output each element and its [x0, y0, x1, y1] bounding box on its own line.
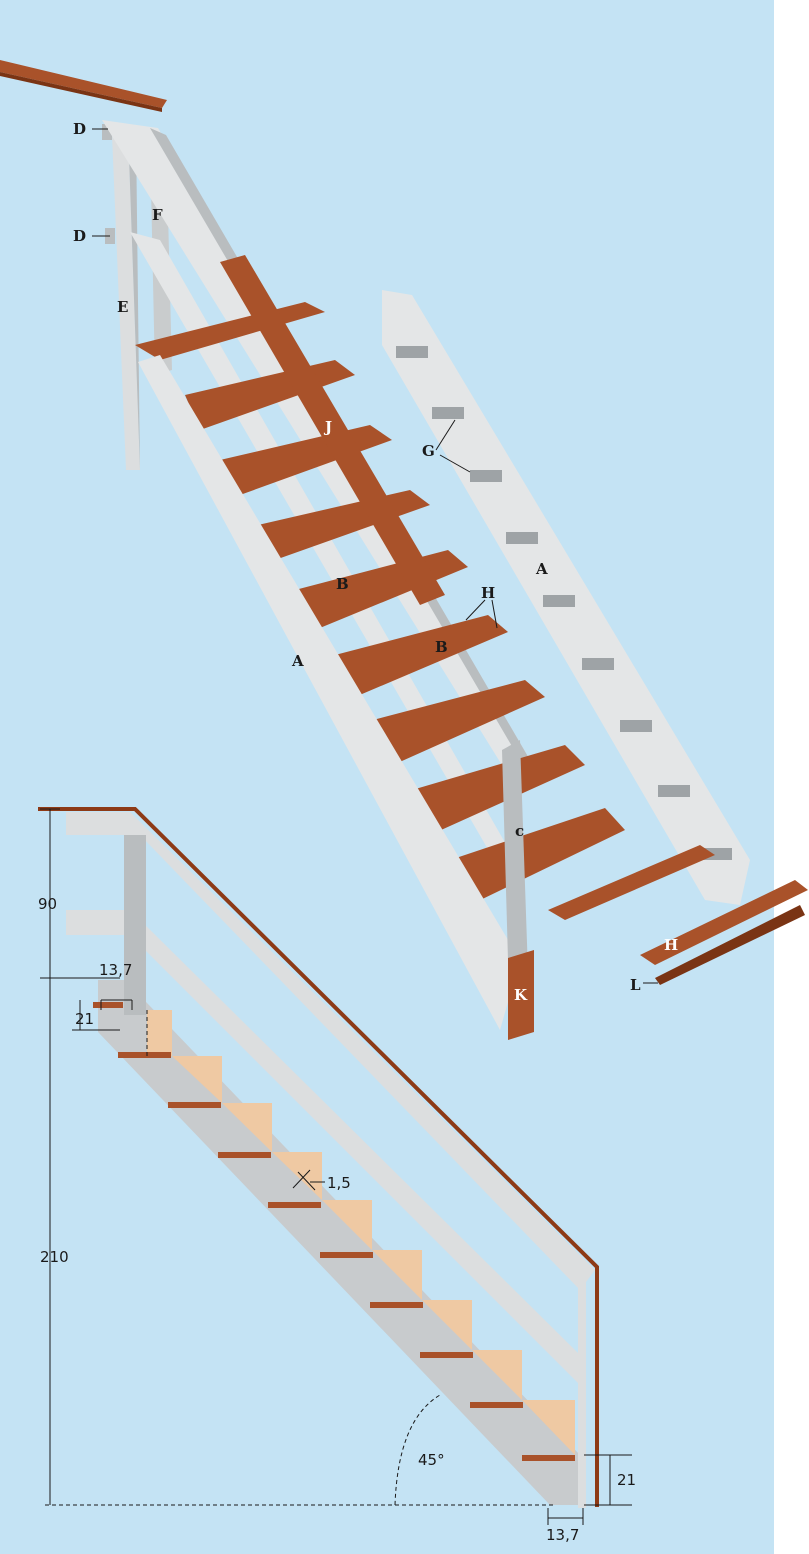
loose-tread: [548, 845, 715, 920]
side-stringer: [98, 980, 580, 1505]
side-top-rail: [66, 812, 595, 1290]
dim-total-height: 210: [40, 1248, 69, 1266]
leader-lines: [92, 128, 658, 984]
label-d-mid: D: [73, 227, 86, 245]
dim-tread-depth-top: 13,7: [99, 961, 132, 979]
label-h-loose: H: [664, 936, 678, 954]
side-tread: [268, 1202, 321, 1208]
label-f: F: [152, 206, 163, 224]
bracket: [470, 470, 502, 482]
label-a-front: A: [291, 652, 304, 670]
bracket: [620, 720, 652, 732]
label-b-left: B: [336, 575, 349, 593]
dim-tread-depth-bottom: 13,7: [546, 1526, 579, 1544]
bracket: [506, 532, 538, 544]
side-treads: [93, 1002, 575, 1461]
side-post-right: [578, 1268, 586, 1508]
bracket: [658, 785, 690, 797]
label-g: G: [422, 442, 435, 460]
exploded-view: D D F E J G A B H B A c H L K: [0, 60, 808, 1040]
side-elevation: 90 13,7 21 1,5 210 45° 21 13,7: [38, 807, 636, 1544]
side-handrail: [38, 807, 599, 1507]
tread: [335, 615, 508, 697]
label-h-top: H: [481, 584, 495, 602]
side-post-left: [124, 835, 146, 1015]
loose-tread-h: [640, 880, 808, 965]
stringer-a-front: [138, 355, 520, 1030]
side-tread: [218, 1152, 271, 1158]
dim-top-rail-height: 90: [38, 895, 57, 913]
label-k: K: [514, 986, 528, 1004]
label-d-top: D: [73, 120, 86, 138]
label-l: L: [630, 976, 641, 994]
post-e: [112, 128, 140, 470]
tread: [412, 745, 585, 835]
tread: [373, 680, 545, 765]
side-tread: [522, 1455, 575, 1461]
dim-riser-height-top: 21: [75, 1010, 94, 1028]
label-e: E: [117, 298, 128, 316]
label-b-right: B: [435, 638, 448, 656]
side-tread: [470, 1402, 523, 1408]
side-tread: [420, 1352, 473, 1358]
dim-angle: 45°: [418, 1451, 445, 1469]
tread: [450, 808, 625, 905]
label-a-back: A: [535, 560, 548, 578]
dim-tread-gap: 1,5: [327, 1174, 351, 1192]
post-cap-k: [508, 950, 534, 1040]
dim-riser-height-bottom: 21: [617, 1471, 636, 1489]
loose-handrail: [0, 60, 167, 108]
side-tread: [168, 1102, 221, 1108]
label-j: J: [323, 418, 332, 436]
side-tread: [320, 1252, 373, 1258]
right-margin: [774, 0, 809, 1554]
connector-d-top: [102, 124, 112, 140]
bracket: [582, 658, 614, 670]
side-tread: [370, 1302, 423, 1308]
side-tread: [118, 1052, 171, 1058]
bracket: [432, 407, 464, 419]
loose-batten-l: [655, 905, 805, 985]
dimension-lines: [40, 808, 632, 1525]
bracket: [543, 595, 575, 607]
step-fills: [122, 1010, 575, 1455]
side-tread: [93, 1002, 123, 1008]
label-c: c: [515, 822, 524, 840]
bracket: [396, 346, 428, 358]
handrail-j: [220, 255, 445, 605]
